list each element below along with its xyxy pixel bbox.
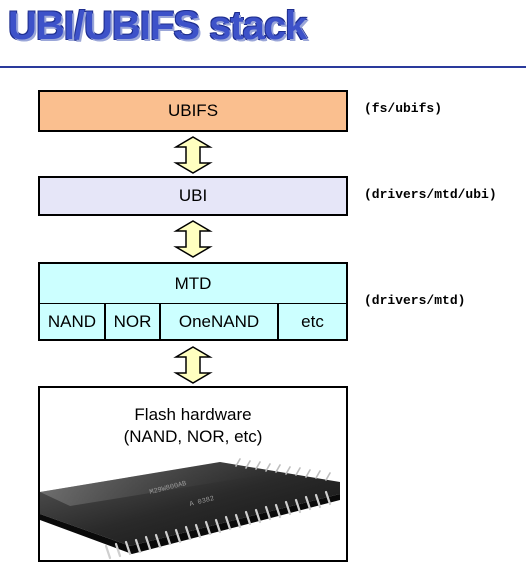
mtd-nor-cell: NOR — [106, 304, 161, 339]
page-title: UBI/UBIFS stack — [8, 4, 307, 48]
ubi-path: (drivers/mtd/ubi) — [364, 187, 497, 202]
double-arrow-icon — [173, 136, 213, 174]
ubi-label: UBI — [178, 186, 208, 205]
mtd-subcomponents: NAND NOR OneNAND etc — [38, 303, 348, 341]
ubi-layer: UBI — [38, 176, 348, 216]
ubifs-label: UBIFS — [167, 101, 219, 120]
hardware-subtitle: (NAND, NOR, etc) — [123, 427, 263, 446]
mtd-path: (drivers/mtd) — [364, 293, 466, 308]
mtd-onenand-cell: OneNAND — [161, 304, 279, 339]
flash-chip-icon: M29W800AB A 0382 — [40, 458, 340, 560]
mtd-etc-label: etc — [301, 311, 324, 331]
mtd-layer: MTD — [38, 262, 348, 304]
mtd-nor-label: NOR — [113, 311, 152, 331]
mtd-label: MTD — [174, 273, 212, 293]
flash-hardware-layer: Flash hardware (NAND, NOR, etc) M29W800A… — [38, 386, 348, 562]
double-arrow-icon — [173, 346, 213, 384]
ubifs-layer: UBIFS — [38, 90, 348, 132]
hardware-title: Flash hardware — [134, 405, 252, 424]
title-underline — [0, 66, 526, 68]
ubifs-path: (fs/ubifs) — [364, 101, 443, 116]
mtd-onenand-label: OneNAND — [178, 311, 260, 331]
double-arrow-icon — [173, 220, 213, 258]
mtd-etc-cell: etc — [279, 304, 346, 339]
mtd-nand-label: NAND — [47, 311, 97, 331]
mtd-nand-cell: NAND — [40, 304, 106, 339]
